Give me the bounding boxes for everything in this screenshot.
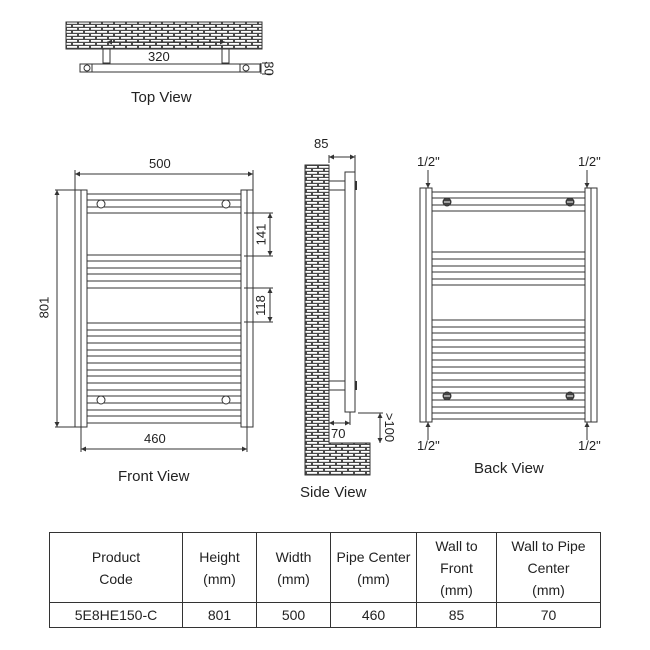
cell-height: 801 (182, 602, 257, 628)
side-view-drawing (304, 154, 383, 476)
connection-top-right: 1/2" (578, 154, 601, 169)
label-side-view: Side View (300, 484, 367, 501)
header-height: Height (mm) (182, 532, 257, 603)
label-front-view: Front View (118, 468, 190, 485)
label-back-view: Back View (474, 460, 544, 477)
dim-top-depth: 30 (261, 61, 277, 76)
cell-wall-to-pipe-center: 70 (496, 602, 601, 628)
wall-brick-top (65, 21, 263, 50)
dim-wall-to-front: 85 (314, 136, 329, 151)
header-wall-to-front: Wall to Front (mm) (416, 532, 497, 603)
dim-width: 500 (149, 156, 171, 171)
dim-wall-to-pipe: 70 (331, 426, 346, 441)
table-row: 5E8HE150-C 801 500 460 85 70 (49, 602, 601, 628)
dim-height: 801 (36, 296, 52, 319)
top-view-drawing (65, 21, 272, 75)
dim-bracket-spacing: 320 (148, 49, 170, 64)
header-pipe-center: Pipe Center (mm) (330, 532, 417, 603)
front-view-drawing (54, 170, 273, 452)
dim-floor-clearance: >100 (382, 412, 398, 443)
dim-gap-upper: 141 (253, 223, 269, 246)
label-top-view: Top View (131, 89, 192, 106)
cell-product-code: 5E8HE150-C (49, 602, 183, 628)
dim-pipe-center: 460 (144, 431, 166, 446)
dim-gap-lower: 118 (252, 295, 268, 316)
spec-table: Product Code Height (mm) Width (mm) Pipe… (49, 532, 601, 628)
wall-brick-side (304, 164, 371, 476)
back-view-drawing (419, 170, 598, 440)
connection-bottom-right: 1/2" (578, 438, 601, 453)
connection-bottom-left: 1/2" (417, 438, 440, 453)
cell-pipe-center: 460 (330, 602, 417, 628)
cell-width: 500 (256, 602, 331, 628)
header-wall-to-pipe-center: Wall to Pipe Center (mm) (496, 532, 601, 603)
cell-wall-to-front: 85 (416, 602, 497, 628)
table-header-row: Product Code Height (mm) Width (mm) Pipe… (49, 532, 601, 603)
header-product-code: Product Code (49, 532, 183, 603)
header-width: Width (mm) (256, 532, 331, 603)
connection-top-left: 1/2" (417, 154, 440, 169)
